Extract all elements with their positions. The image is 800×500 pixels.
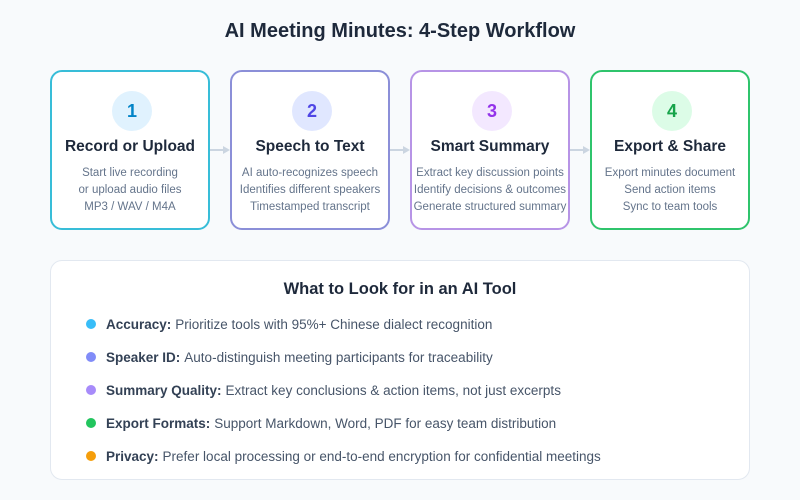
step-description-line: Export minutes document bbox=[604, 167, 736, 179]
criteria-label: Export Formats: bbox=[106, 415, 211, 431]
bullet-dot-icon bbox=[86, 385, 96, 395]
step-description-line: Send action items bbox=[624, 184, 716, 196]
step-card-export-share: 4 Export & Share Export minutes document… bbox=[590, 70, 750, 230]
step-number-badge: 4 bbox=[652, 91, 692, 131]
bullet-dot-icon bbox=[86, 418, 96, 428]
criteria-text: Auto-distinguish meeting participants fo… bbox=[184, 349, 493, 365]
step-title: Speech to Text bbox=[255, 138, 365, 155]
step-number-badge: 2 bbox=[292, 91, 332, 131]
criteria-label: Summary Quality: bbox=[106, 382, 222, 398]
step-description-line: Identifies different speakers bbox=[239, 184, 381, 196]
workflow-steps: 1 Record or Upload Start live recording … bbox=[0, 0, 800, 240]
tool-criteria-panel: What to Look for in an AI Tool Accuracy:… bbox=[50, 260, 750, 480]
criteria-item-summary-quality: Summary Quality: Extract key conclusions… bbox=[86, 379, 561, 401]
panel-title: What to Look for in an AI Tool bbox=[283, 280, 517, 298]
criteria-text: Prefer local processing or end-to-end en… bbox=[162, 448, 601, 464]
step-title: Export & Share bbox=[614, 138, 726, 155]
step-number-badge: 1 bbox=[112, 91, 152, 131]
step-description-line: Identify decisions & outcomes bbox=[413, 184, 567, 196]
bullet-dot-icon bbox=[86, 451, 96, 461]
page-title: AI Meeting Minutes: 4-Step Workflow bbox=[224, 20, 576, 42]
arrow-right-icon bbox=[210, 146, 230, 154]
step-description-line: AI auto-recognizes speech bbox=[241, 167, 379, 179]
step-card-smart-summary: 3 Smart Summary Extract key discussion p… bbox=[410, 70, 570, 230]
criteria-label: Accuracy: bbox=[106, 316, 172, 332]
step-card-record-upload: 1 Record or Upload Start live recording … bbox=[50, 70, 210, 230]
criteria-text: Support Markdown, Word, PDF for easy tea… bbox=[214, 415, 557, 431]
criteria-label: Privacy: bbox=[106, 448, 159, 464]
arrow-right-icon bbox=[390, 146, 410, 154]
step-description-line: Start live recording bbox=[82, 167, 178, 179]
criteria-text: Prioritize tools with 95%+ Chinese diale… bbox=[175, 316, 493, 332]
step-title: Record or Upload bbox=[64, 138, 196, 155]
criteria-label: Speaker ID: bbox=[106, 349, 181, 365]
step-number-badge: 3 bbox=[472, 91, 512, 131]
criteria-item-speaker-id: Speaker ID: Auto-distinguish meeting par… bbox=[86, 346, 493, 368]
bullet-dot-icon bbox=[86, 352, 96, 362]
criteria-item-accuracy: Accuracy: Prioritize tools with 95%+ Chi… bbox=[86, 313, 492, 335]
step-description-line: Sync to team tools bbox=[622, 201, 718, 213]
step-description-line: MP3 / WAV / M4A bbox=[84, 201, 176, 213]
arrow-right-icon bbox=[570, 146, 590, 154]
criteria-text: Extract key conclusions & action items, … bbox=[225, 382, 561, 398]
bullet-dot-icon bbox=[86, 319, 96, 329]
step-description-line: Timestamped transcript bbox=[250, 201, 370, 213]
criteria-item-export-formats: Export Formats: Support Markdown, Word, … bbox=[86, 412, 556, 434]
step-description-line: Generate structured summary bbox=[413, 201, 567, 213]
step-description-line: Extract key discussion points bbox=[416, 167, 564, 179]
criteria-item-privacy: Privacy: Prefer local processing or end-… bbox=[86, 445, 601, 467]
step-description-line: or upload audio files bbox=[78, 184, 182, 196]
step-title: Smart Summary bbox=[430, 138, 550, 155]
step-card-speech-to-text: 2 Speech to Text AI auto-recognizes spee… bbox=[230, 70, 390, 230]
